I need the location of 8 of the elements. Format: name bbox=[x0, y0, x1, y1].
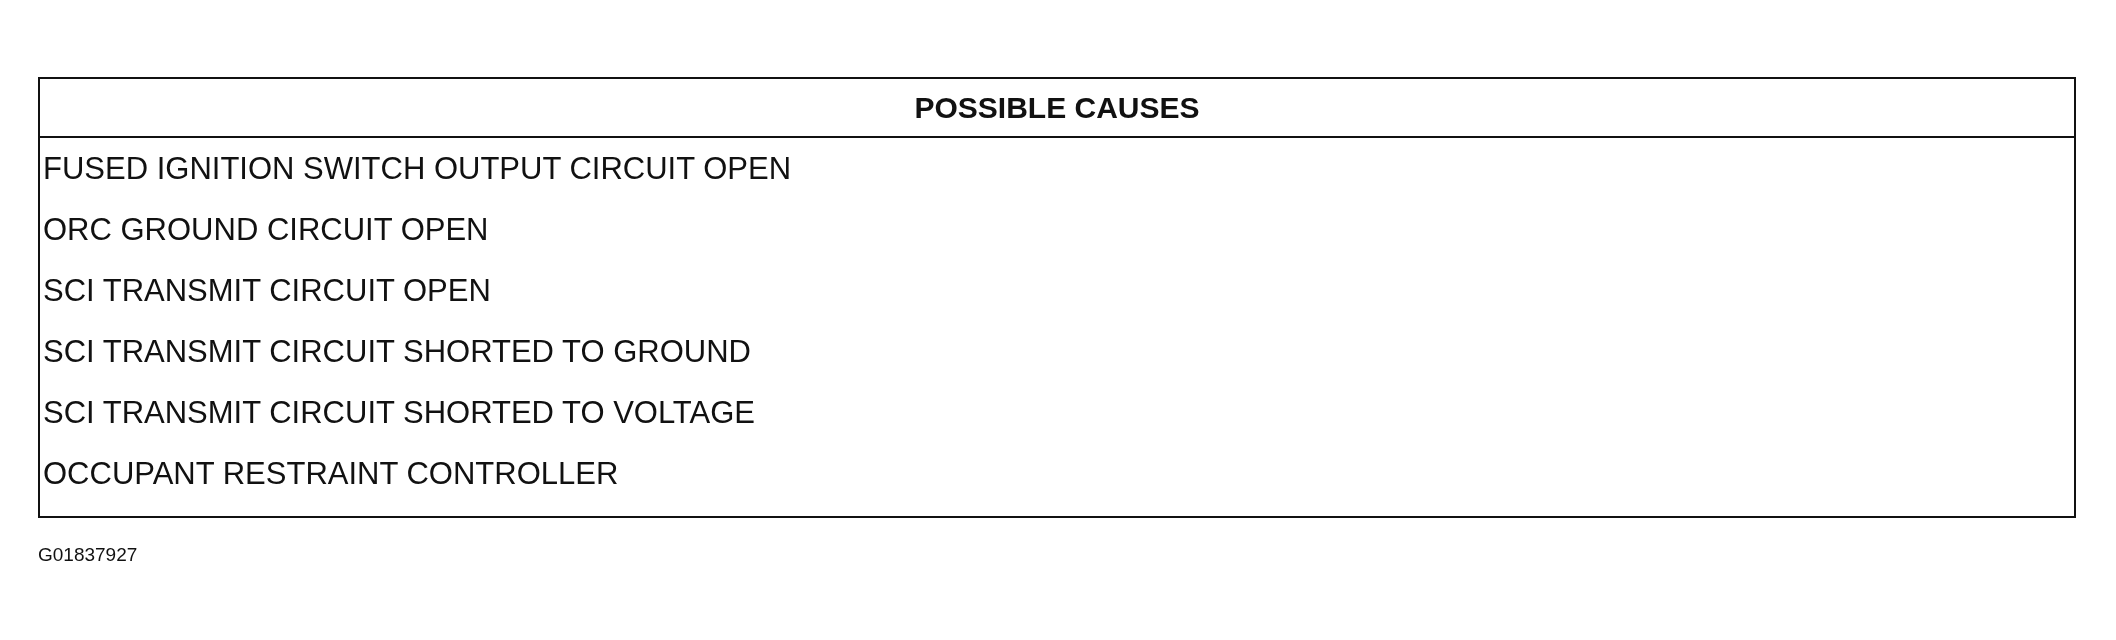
table-header: POSSIBLE CAUSES bbox=[914, 90, 1200, 125]
table-row-text: ORC GROUND CIRCUIT OPEN bbox=[43, 211, 489, 248]
figure-id: G01837927 bbox=[38, 544, 138, 566]
table-row-text: SCI TRANSMIT CIRCUIT SHORTED TO VOLTAGE bbox=[43, 394, 755, 431]
table-row-text: FUSED IGNITION SWITCH OUTPUT CIRCUIT OPEN bbox=[43, 150, 792, 187]
table-row-text: OCCUPANT RESTRAINT CONTROLLER bbox=[43, 455, 619, 492]
table-row-text: SCI TRANSMIT CIRCUIT OPEN bbox=[43, 272, 491, 309]
table-row-text: SCI TRANSMIT CIRCUIT SHORTED TO GROUND bbox=[43, 333, 751, 370]
